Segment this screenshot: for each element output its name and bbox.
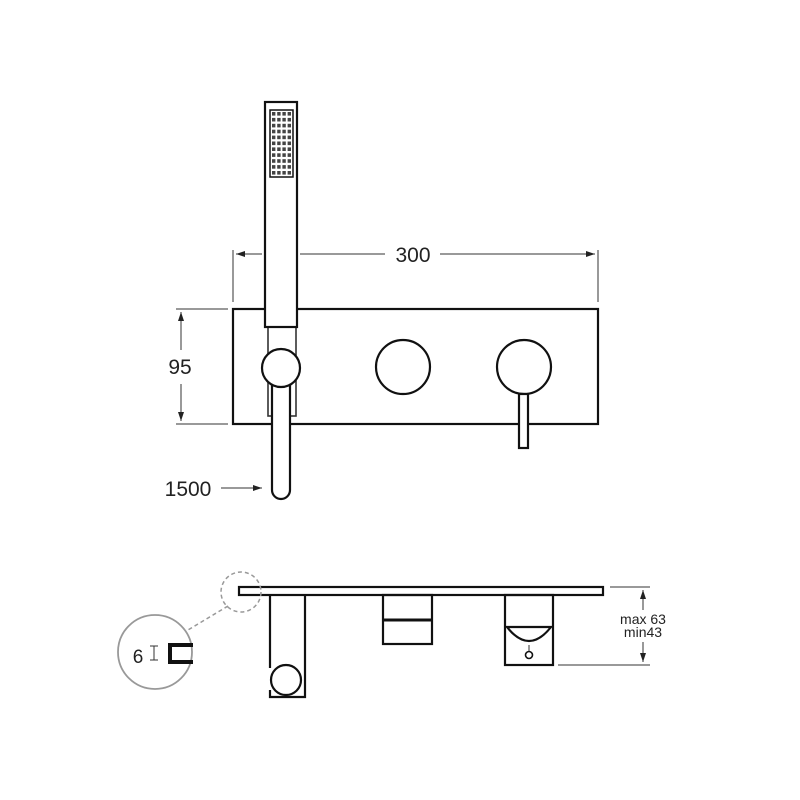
spray-nozzle <box>287 147 291 151</box>
spray-nozzles <box>272 112 291 175</box>
depth-max: max 63 <box>620 611 666 627</box>
spray-nozzle <box>277 117 281 122</box>
spray-nozzle <box>277 129 281 134</box>
spray-nozzle <box>272 147 276 151</box>
spray-nozzle <box>282 112 286 116</box>
spray-nozzle <box>277 112 281 116</box>
outlet-knob <box>260 347 302 389</box>
spray-nozzle <box>282 165 286 169</box>
spray-nozzle <box>282 153 286 157</box>
side-outlet-body <box>268 595 307 699</box>
spray-nozzle <box>282 141 286 146</box>
spray-nozzle <box>277 147 281 151</box>
spray-nozzle <box>287 171 291 175</box>
spray-nozzle <box>287 165 291 169</box>
spray-nozzle <box>287 129 291 134</box>
hose-length: 1500 <box>165 478 212 501</box>
diverter-knob <box>374 338 432 396</box>
spray-nozzle <box>272 123 276 128</box>
spray-nozzle <box>277 123 281 128</box>
spray-nozzle <box>277 135 281 140</box>
spray-nozzle <box>272 171 276 175</box>
spray-nozzle <box>277 141 281 146</box>
spray-nozzle <box>277 171 281 175</box>
depth-min: min43 <box>624 624 662 640</box>
spray-nozzle <box>272 141 276 146</box>
spray-nozzle <box>287 153 291 157</box>
wall-plate <box>231 307 600 426</box>
detail-marker <box>220 571 262 613</box>
spray-nozzle <box>282 171 286 175</box>
side-mixer <box>503 593 555 667</box>
side-outlet-knob <box>269 663 303 697</box>
spray-face-grid <box>269 109 294 178</box>
spray-nozzle <box>272 135 276 140</box>
spray-nozzle <box>287 141 291 146</box>
detail-callout <box>117 614 193 690</box>
spray-nozzle <box>282 135 286 140</box>
spray-nozzle <box>287 117 291 122</box>
spray-nozzle <box>277 153 281 157</box>
mixer-knob <box>495 338 553 396</box>
spray-nozzle <box>272 153 276 157</box>
mixer-lever <box>517 392 530 450</box>
plate-edge-section <box>168 643 193 664</box>
spray-nozzle <box>272 129 276 134</box>
spray-nozzle <box>282 129 286 134</box>
detail-thickness: 6 <box>133 647 144 668</box>
hose <box>270 385 292 501</box>
spray-nozzle <box>282 159 286 163</box>
height-dimension: 95 <box>168 356 191 379</box>
spray-nozzle <box>282 147 286 151</box>
side-view: max 63 min43 6 <box>117 571 666 699</box>
spray-nozzle <box>277 159 281 163</box>
spray-nozzle <box>272 117 276 122</box>
spray-nozzle <box>287 123 291 128</box>
spray-nozzle <box>277 165 281 169</box>
width-dimension: 300 <box>395 244 430 267</box>
side-plate <box>237 585 605 597</box>
spray-nozzle <box>287 135 291 140</box>
spray-nozzle <box>287 159 291 163</box>
spray-nozzle <box>282 117 286 122</box>
front-view: 300 95 1500 <box>165 100 600 501</box>
spray-nozzle <box>272 112 276 116</box>
spray-nozzle <box>282 123 286 128</box>
spray-nozzle <box>287 112 291 116</box>
spray-nozzle <box>272 165 276 169</box>
spray-nozzle <box>272 159 276 163</box>
